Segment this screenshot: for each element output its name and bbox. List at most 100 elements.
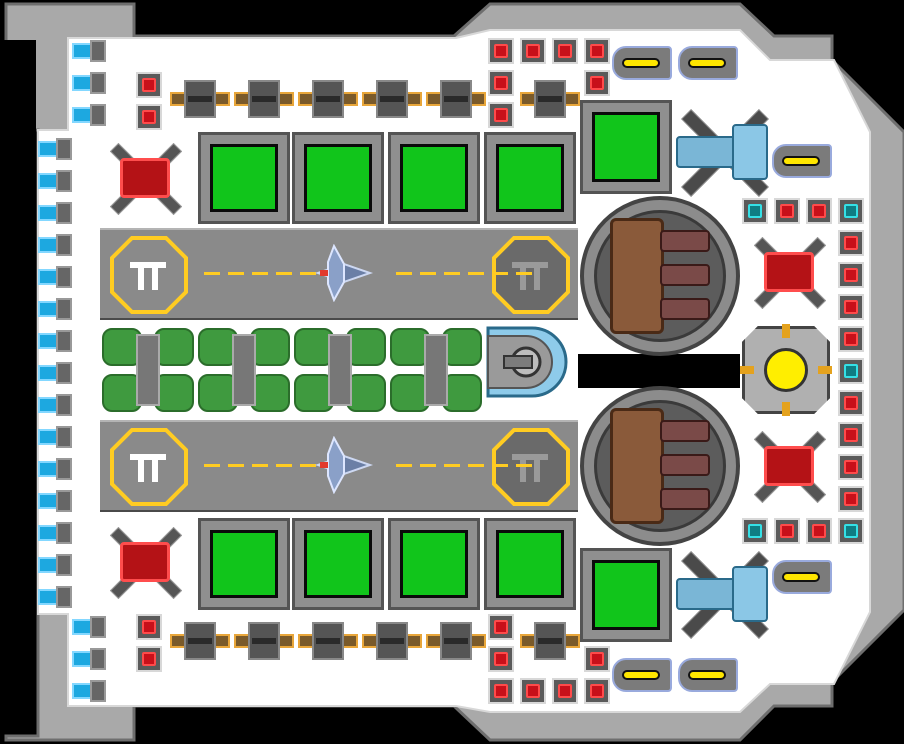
thruster-side-6[interactable] [36,296,72,322]
cargo-module-6[interactable] [292,518,384,610]
hangar-pad-icon[interactable] [110,236,188,314]
armor-block-bottom-5[interactable] [520,678,546,704]
fuel-tank-cluster-3[interactable] [294,324,386,416]
missile-launcher-4[interactable] [772,560,832,594]
armor-block-right-16[interactable] [806,518,832,544]
cannon-turret-upper[interactable] [580,196,740,356]
autocannon-bottom-6[interactable] [520,614,580,668]
cargo-module-5[interactable] [198,518,290,610]
thruster-top-3[interactable] [70,102,106,128]
thruster-side-5[interactable] [36,264,72,290]
autocannon-bottom-1[interactable] [170,614,230,668]
turret-top-left[interactable] [100,138,190,218]
missile-launcher-2[interactable] [678,46,738,80]
fuel-tank-cluster-1[interactable] [102,324,194,416]
turret-right-lower[interactable] [744,426,834,506]
thruster-side-1[interactable] [36,136,72,162]
armor-block-top-1[interactable] [488,38,514,64]
missile-launcher-1[interactable] [612,46,672,80]
thruster-side-2[interactable] [36,168,72,194]
autocannon-top-4[interactable] [362,72,422,126]
fuel-tank-cluster-2[interactable] [198,324,290,416]
armor-block-bottom-3[interactable] [584,646,610,672]
armor-block-bottom-4[interactable] [488,678,514,704]
armor-block-right-11[interactable] [838,422,864,448]
armor-block-top-4[interactable] [584,38,610,64]
sensor-dome-icon[interactable] [486,326,570,398]
autocannon-bottom-5[interactable] [426,614,486,668]
thruster-bottom-3[interactable] [70,678,106,704]
cargo-module-7[interactable] [388,518,480,610]
thruster-side-14[interactable] [36,552,72,578]
cargo-module-side-1[interactable] [580,100,672,194]
thruster-side-8[interactable] [36,360,72,386]
cargo-module-1[interactable] [198,132,290,224]
thruster-side-11[interactable] [36,456,72,482]
autocannon-top-2[interactable] [234,72,294,126]
thruster-side-7[interactable] [36,328,72,354]
thruster-bottom-1[interactable] [70,614,106,640]
armor-block-right-17[interactable] [838,518,864,544]
autocannon-bottom-4[interactable] [362,614,422,668]
armor-block[interactable] [136,104,162,130]
armor-block-right-8[interactable] [838,326,864,352]
hangar-pad-icon[interactable] [492,428,570,506]
hangar-pad-icon[interactable] [110,428,188,506]
armor-block[interactable] [136,646,162,672]
cargo-module-3[interactable] [388,132,480,224]
thruster-side-10[interactable] [36,424,72,450]
armor-block-bottom-2[interactable] [488,646,514,672]
fuel-tank-cluster-4[interactable] [390,324,482,416]
armor-block-right-9[interactable] [838,358,864,384]
armor-block-bottom-6[interactable] [552,678,578,704]
armor-block-top-5[interactable] [488,70,514,96]
ion-engine-lower[interactable] [676,546,772,642]
armor-block-top-6[interactable] [584,70,610,96]
armor-block-right-15[interactable] [774,518,800,544]
armor-block-right-12[interactable] [838,454,864,480]
armor-block-right-4[interactable] [838,198,864,224]
armor-block[interactable] [136,614,162,640]
cannon-turret-lower[interactable] [580,386,740,546]
missile-launcher-5[interactable] [612,658,672,692]
armor-block-top-7[interactable] [488,102,514,128]
autocannon-top-6[interactable] [520,72,580,126]
armor-block-right-5[interactable] [838,230,864,256]
fighter-ship-icon[interactable] [314,244,374,302]
armor-block-bottom-7[interactable] [584,678,610,704]
armor-block-right-10[interactable] [838,390,864,416]
cargo-module-8[interactable] [484,518,576,610]
armor-block-right-1[interactable] [742,198,768,224]
cargo-module-side-2[interactable] [580,548,672,642]
turret-bottom-left[interactable] [100,522,190,602]
thruster-top-1[interactable] [70,38,106,64]
armor-block-right-13[interactable] [838,486,864,512]
thruster-side-9[interactable] [36,392,72,418]
autocannon-bottom-2[interactable] [234,614,294,668]
reactor-core[interactable] [738,322,834,418]
turret-right-upper[interactable] [744,232,834,312]
missile-launcher-3[interactable] [772,144,832,178]
fighter-ship-icon[interactable] [314,436,374,494]
armor-block-right-7[interactable] [838,294,864,320]
thruster-bottom-2[interactable] [70,646,106,672]
missile-launcher-6[interactable] [678,658,738,692]
thruster-top-2[interactable] [70,70,106,96]
thruster-side-4[interactable] [36,232,72,258]
armor-block-bottom-1[interactable] [488,614,514,640]
armor-block-right-14[interactable] [742,518,768,544]
thruster-side-3[interactable] [36,200,72,226]
thruster-side-13[interactable] [36,520,72,546]
autocannon-top-1[interactable] [170,72,230,126]
armor-block-right-2[interactable] [774,198,800,224]
armor-block-right-3[interactable] [806,198,832,224]
thruster-side-15[interactable] [36,584,72,610]
ion-engine-upper[interactable] [676,104,772,200]
hangar-pad-icon[interactable] [492,236,570,314]
armor-block-top-3[interactable] [552,38,578,64]
autocannon-bottom-3[interactable] [298,614,358,668]
armor-block-right-6[interactable] [838,262,864,288]
autocannon-top-5[interactable] [426,72,486,126]
armor-block[interactable] [136,72,162,98]
cargo-module-4[interactable] [484,132,576,224]
